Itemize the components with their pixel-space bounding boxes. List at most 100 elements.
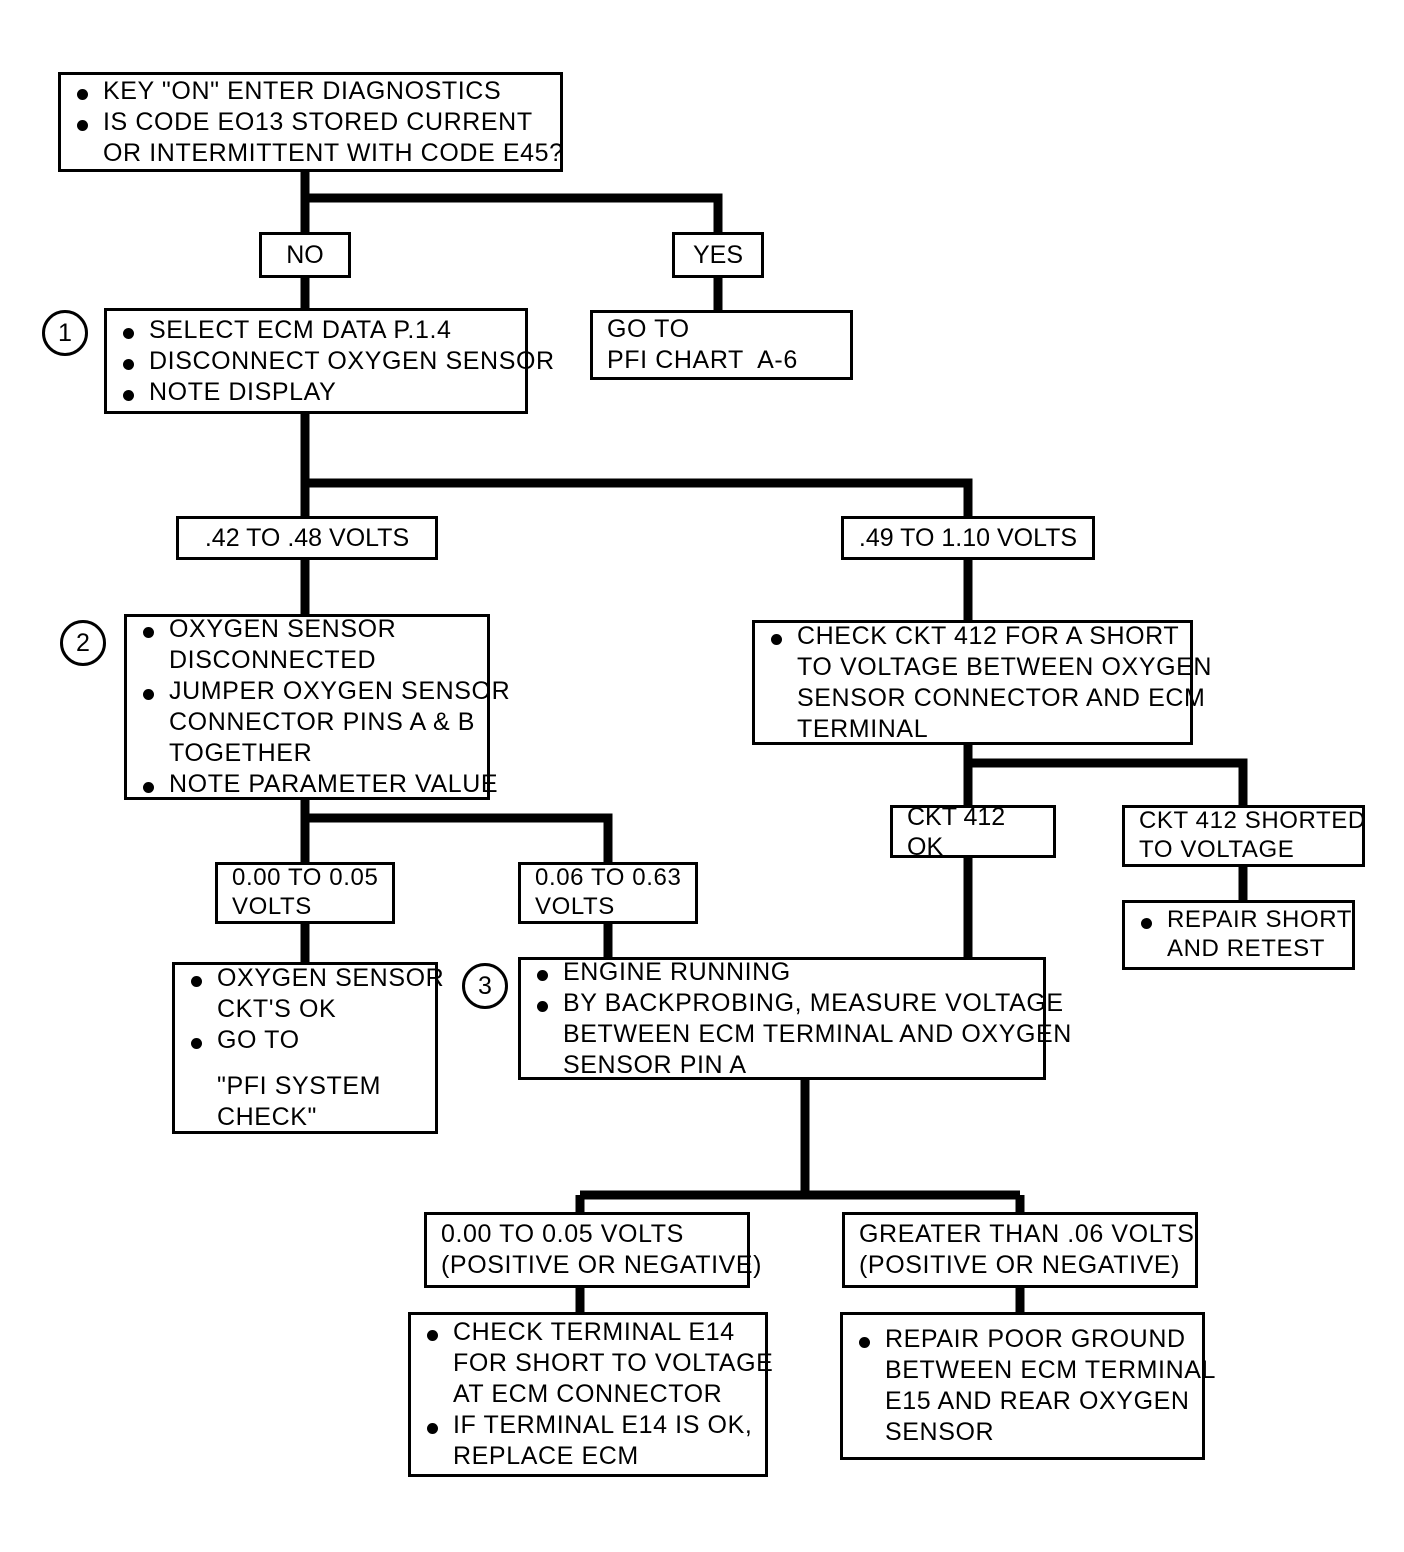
range-006-063-lines: 0.06 TO 0.63 VOLTS — [535, 864, 681, 921]
text-line: (POSITIVE OR NEGATIVE) — [859, 1251, 1181, 1279]
start-question-lines: KEY "ON" ENTER DIAGNOSTICS IS CODE EO13 … — [75, 76, 564, 168]
step-number: 2 — [76, 628, 90, 657]
branch-no-box: NO — [259, 232, 351, 278]
check-ckt-412-lines: CHECK CKT 412 FOR A SHORT TO VOLTAGE BET… — [769, 621, 1212, 744]
text-line: SENSOR PIN A — [563, 1050, 747, 1079]
result-label: CKT 412 OK — [907, 802, 1006, 861]
range-049-110-box: .49 TO 1.10 VOLTS — [841, 516, 1095, 560]
bullet-icon — [123, 358, 134, 370]
step-1-lines: SELECT ECM DATA P.1.4 DISCONNECT OXYGEN … — [121, 315, 555, 407]
bullet-icon — [191, 976, 202, 987]
range-000-005-signed-box: 0.00 TO 0.05 VOLTS (POSITIVE OR NEGATIVE… — [424, 1212, 762, 1288]
check-terminal-e14-box: CHECK TERMINAL E14 FOR SHORT TO VOLTAGE … — [408, 1312, 773, 1477]
text-line: PFI CHART A-6 — [607, 346, 798, 374]
step-marker-1: 1 — [42, 310, 88, 356]
oxygen-sensor-ckts-ok-lines: OXYGEN SENSOR CKT'S OK GO TO "PFI SYSTEM… — [189, 963, 444, 1132]
goto-pfi-chart-a6-box: GO TO PFI CHART A-6 — [590, 310, 853, 380]
step-2-lines: OXYGEN SENSOR DISCONNECTED JUMPER OXYGEN… — [141, 614, 510, 799]
branch-yes-box: YES — [672, 232, 764, 278]
branch-yes-label: YES — [692, 241, 744, 269]
step-marker-2: 2 — [60, 620, 106, 666]
range-gt-006-signed-lines: GREATER THAN .06 VOLTS (POSITIVE OR NEGA… — [859, 1219, 1195, 1280]
range-000-005-box: 0.00 TO 0.05 VOLTS — [215, 862, 395, 924]
text-line: TO VOLTAGE BETWEEN OXYGEN — [797, 652, 1213, 681]
text-line: TERMINAL — [797, 714, 929, 743]
text-line: BETWEEN ECM TERMINAL — [885, 1356, 1217, 1384]
text-line: OXYGEN SENSOR — [217, 964, 445, 992]
bullet-icon — [143, 689, 154, 700]
step-marker-3: 3 — [462, 963, 508, 1009]
text-line: NOTE PARAMETER VALUE — [169, 770, 499, 798]
bullet-icon — [77, 88, 88, 100]
text-line: GREATER THAN .06 VOLTS — [859, 1220, 1195, 1248]
text-line: OR INTERMITTENT WITH CODE E45? — [103, 138, 564, 167]
step-3-lines: ENGINE RUNNING BY BACKPROBING, MEASURE V… — [535, 957, 1072, 1080]
range-gt-006-signed-box: GREATER THAN .06 VOLTS (POSITIVE OR NEGA… — [842, 1212, 1198, 1288]
bullet-icon — [77, 119, 88, 131]
text-line: IS CODE EO13 STORED CURRENT — [103, 107, 533, 136]
ckt-412-shorted-lines: CKT 412 SHORTED TO VOLTAGE — [1139, 807, 1366, 864]
text-line: BETWEEN ECM TERMINAL AND OXYGEN — [563, 1019, 1072, 1048]
start-question-box: KEY "ON" ENTER DIAGNOSTICS IS CODE EO13 … — [58, 72, 563, 172]
range-000-005-lines: 0.00 TO 0.05 VOLTS — [232, 864, 378, 921]
text-line: SELECT ECM DATA P.1.4 — [149, 315, 452, 344]
repair-poor-ground-box: REPAIR POOR GROUND BETWEEN ECM TERMINAL … — [840, 1312, 1215, 1460]
text-line: BY BACKPROBING, MEASURE VOLTAGE — [563, 988, 1064, 1017]
goto-pfi-lines: GO TO PFI CHART A-6 — [607, 314, 798, 375]
bullet-icon — [143, 627, 154, 638]
bullet-icon — [537, 969, 548, 981]
text-line: GO TO — [217, 1026, 300, 1054]
text-line: CHECK TERMINAL E14 — [453, 1318, 735, 1346]
text-line: CHECK" — [217, 1103, 317, 1131]
text-line: (POSITIVE OR NEGATIVE) — [441, 1251, 763, 1279]
text-line: TOGETHER — [169, 739, 313, 767]
bullet-icon — [771, 633, 782, 645]
branch-no-label: NO — [286, 241, 324, 269]
text-line: DISCONNECTED — [169, 646, 377, 674]
text-line: OXYGEN SENSOR — [169, 615, 397, 643]
text-line: AT ECM CONNECTOR — [453, 1380, 723, 1408]
bullet-icon — [537, 1000, 548, 1012]
check-terminal-e14-lines: CHECK TERMINAL E14 FOR SHORT TO VOLTAGE … — [425, 1317, 773, 1471]
text-line: NOTE DISPLAY — [149, 377, 337, 406]
bullet-icon — [191, 1038, 202, 1049]
bullet-icon — [427, 1423, 438, 1434]
text-line: IF TERMINAL E14 IS OK, — [453, 1411, 753, 1439]
check-ckt-412-box: CHECK CKT 412 FOR A SHORT TO VOLTAGE BET… — [752, 620, 1211, 745]
text-line: VOLTS — [535, 893, 615, 920]
text-line: REPAIR POOR GROUND — [885, 1325, 1186, 1353]
repair-short-box: REPAIR SHORT AND RETEST — [1122, 900, 1355, 970]
ckt-412-shorted-box: CKT 412 SHORTED TO VOLTAGE — [1122, 805, 1365, 867]
text-line: REPLACE ECM — [453, 1442, 639, 1470]
bullet-icon — [859, 1337, 870, 1348]
text-line: 0.06 TO 0.63 — [535, 864, 682, 891]
ckt-412-ok-box: CKT 412 OK — [890, 803, 1056, 861]
step-2-box: OXYGEN SENSOR DISCONNECTED JUMPER OXYGEN… — [124, 614, 510, 800]
range-006-063-box: 0.06 TO 0.63 VOLTS — [518, 862, 698, 924]
range-000-005-signed-lines: 0.00 TO 0.05 VOLTS (POSITIVE OR NEGATIVE… — [441, 1219, 762, 1280]
repair-short-lines: REPAIR SHORT AND RETEST — [1139, 906, 1352, 963]
text-line: FOR SHORT TO VOLTAGE — [453, 1349, 774, 1377]
text-line: ENGINE RUNNING — [563, 957, 791, 986]
text-line: TO VOLTAGE — [1139, 836, 1295, 863]
text-line: DISCONNECT OXYGEN SENSOR — [149, 346, 555, 375]
text-line: REPAIR SHORT — [1167, 906, 1353, 933]
bullet-icon — [427, 1330, 438, 1341]
text-line: 0.00 TO 0.05 — [232, 864, 379, 891]
text-line: CONNECTOR PINS A & B — [169, 708, 476, 736]
text-line: SENSOR CONNECTOR AND ECM — [797, 683, 1206, 712]
text-line: VOLTS — [232, 893, 312, 920]
bullet-icon — [1141, 918, 1152, 930]
range-label: .49 TO 1.10 VOLTS — [858, 524, 1078, 552]
text-line: "PFI SYSTEM — [217, 1072, 382, 1100]
oxygen-sensor-ckts-ok-box: OXYGEN SENSOR CKT'S OK GO TO "PFI SYSTEM… — [172, 962, 444, 1134]
text-line: SENSOR — [885, 1418, 995, 1446]
bullet-icon — [123, 389, 134, 401]
step-number: 3 — [478, 971, 492, 1000]
text-line: CKT'S OK — [217, 995, 337, 1023]
text-line: KEY "ON" ENTER DIAGNOSTICS — [103, 76, 502, 105]
step-3-box: ENGINE RUNNING BY BACKPROBING, MEASURE V… — [518, 957, 1071, 1080]
text-line: E15 AND REAR OXYGEN — [885, 1387, 1190, 1415]
bullet-icon — [143, 782, 154, 793]
